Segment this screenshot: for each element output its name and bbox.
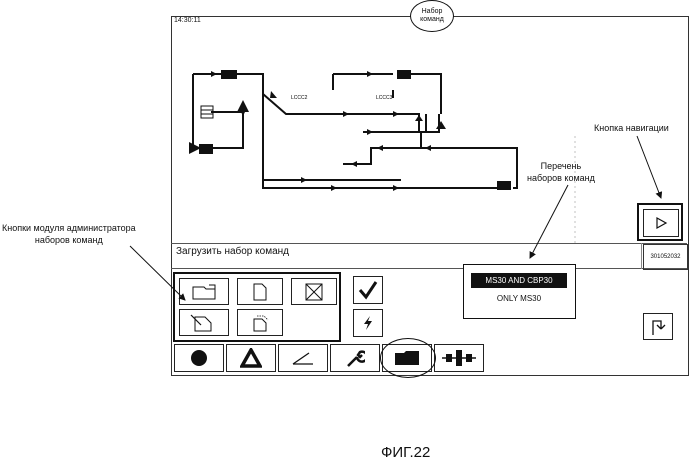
figure-caption: ФИГ.22 <box>381 444 430 461</box>
